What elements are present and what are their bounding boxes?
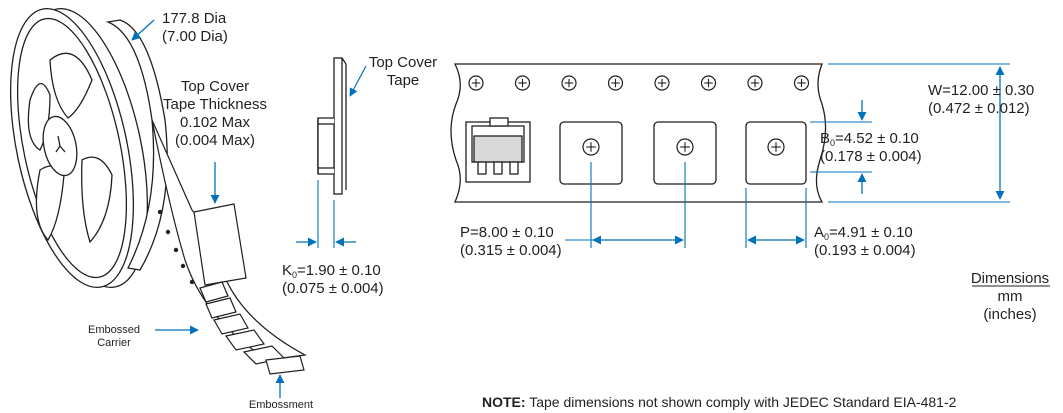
- top-cover-line-2: Tape: [386, 72, 420, 89]
- sprocket-holes: [468, 75, 810, 91]
- a0-subscript: 0: [824, 232, 830, 242]
- reel-diameter-mm: 177.8 Dia: [162, 10, 227, 27]
- sprocket-hole: [793, 75, 810, 91]
- k0-value-text: =1.90 ± 0.10: [297, 262, 381, 279]
- a0-value: A0=4.91 ± 0.10: [814, 224, 916, 242]
- sprocket-hole: [700, 75, 717, 91]
- a0-value-text: =4.91 ± 0.10: [829, 224, 913, 241]
- a0-inches: (0.193 ± 0.004): [814, 242, 916, 259]
- k0-value: K0=1.90 ± 0.10: [282, 262, 384, 280]
- width-value: W=12.00 ± 0.30: [928, 82, 1035, 99]
- embossed-carrier-line-1: Embossed: [88, 324, 140, 336]
- b0-value: B0=4.52 ± 0.10: [820, 130, 922, 148]
- reel-diameter-leader: [131, 19, 155, 41]
- units-legend: Dimensions mm (inches): [960, 270, 1060, 324]
- pitch-label: P=8.00 ± 0.10 (0.315 ± 0.004): [460, 224, 562, 260]
- a0-label: A0=4.91 ± 0.10 (0.193 ± 0.004): [814, 224, 916, 260]
- pocket-hole: [767, 138, 785, 156]
- note-text: Tape dimensions not shown comply with JE…: [525, 394, 957, 410]
- units-title: Dimensions: [970, 270, 1050, 287]
- pocket-hole: [676, 138, 694, 156]
- width-label: W=12.00 ± 0.30 (0.472 ± 0.012): [928, 82, 1034, 118]
- sprocket-hole: [514, 75, 531, 91]
- thickness-line-4: (0.004 Max): [174, 132, 256, 149]
- tape-side-profile: [317, 57, 347, 195]
- sprocket-hole: [607, 75, 624, 91]
- b0-label: B0=4.52 ± 0.10 (0.178 ± 0.004): [820, 130, 922, 166]
- b0-inches: (0.178 ± 0.004): [820, 148, 922, 165]
- sprocket-hole: [654, 75, 670, 91]
- unwound-tape: [151, 119, 307, 375]
- b0-symbol: B: [820, 130, 831, 147]
- pocket-holes: [582, 138, 785, 156]
- thickness-line-1: Top Cover: [180, 78, 250, 95]
- reel-drawing: [9, 7, 168, 289]
- embossed-carrier-label: Embossed Carrier: [78, 324, 150, 350]
- pitch-value: P=8.00 ± 0.10: [460, 224, 554, 241]
- k0-subscript: 0: [292, 270, 298, 280]
- units-secondary: (inches): [983, 306, 1037, 323]
- reel-diameter-label: 177.8 Dia (7.00 Dia): [162, 10, 228, 46]
- cover-tape-thickness-label: Top Cover Tape Thickness 0.102 Max (0.00…: [150, 78, 280, 150]
- sprocket-hole: [747, 75, 763, 91]
- width-inches: (0.472 ± 0.012): [928, 100, 1030, 117]
- b0-value-text: =4.52 ± 0.10: [835, 130, 919, 147]
- k0-symbol: K: [282, 262, 293, 279]
- thickness-line-2: Tape Thickness: [163, 96, 267, 113]
- sprocket-hole: [561, 75, 577, 91]
- thickness-line-3: 0.102 Max: [179, 114, 251, 131]
- k0-inches: (0.075 ± 0.004): [282, 280, 384, 297]
- component-in-pocket: [465, 117, 531, 183]
- sprocket-hole: [468, 75, 484, 91]
- k0-label: K0=1.90 ± 0.10 (0.075 ± 0.004): [282, 262, 384, 298]
- embossed-carrier-line-2: Carrier: [97, 337, 131, 349]
- units-primary: mm: [997, 288, 1023, 305]
- reel-diameter-in: (7.00 Dia): [162, 28, 228, 45]
- embossment-label: Embossment: [248, 399, 314, 411]
- pocket-hole: [582, 138, 600, 156]
- top-cover-tape-label: Top Cover Tape: [360, 54, 446, 90]
- compliance-note: NOTE: Tape dimensions not shown comply w…: [482, 393, 956, 411]
- top-cover-line-1: Top Cover: [368, 54, 438, 71]
- b0-subscript: 0: [830, 138, 836, 148]
- a0-symbol: A: [814, 224, 825, 241]
- cover-tape-leader: [349, 65, 367, 97]
- tape-top-view: [450, 63, 827, 203]
- pitch-inches: (0.315 ± 0.004): [460, 242, 562, 259]
- note-prefix: NOTE:: [482, 394, 526, 410]
